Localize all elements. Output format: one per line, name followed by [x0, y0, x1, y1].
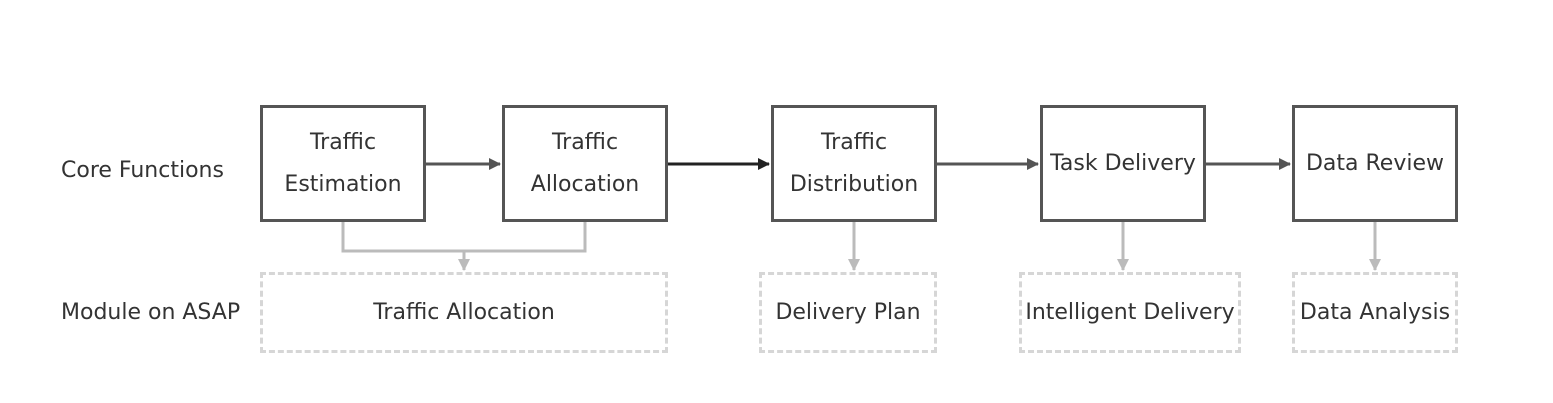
- bracket-connector: [341, 222, 587, 253]
- module-intelligent-delivery-label: Intelligent Delivery: [1025, 299, 1235, 325]
- node-traffic-distribution: Traffic Distribution: [771, 105, 937, 222]
- node-data-review-label: Data Review: [1305, 150, 1444, 176]
- row-label-module-on-asap: Module on ASAP: [61, 300, 241, 325]
- row-label-core-functions: Core Functions: [61, 158, 224, 183]
- node-traffic-estimation: Traffic Estimation: [260, 105, 426, 222]
- node-task-delivery: Task Delivery: [1040, 105, 1206, 222]
- module-traffic-allocation-label: Traffic Allocation: [373, 299, 555, 325]
- node-traffic-allocation: Traffic Allocation: [502, 105, 668, 222]
- node-data-review: Data Review: [1292, 105, 1458, 222]
- node-task-delivery-label: Task Delivery: [1050, 150, 1196, 176]
- module-intelligent-delivery: Intelligent Delivery: [1019, 272, 1241, 353]
- node-traffic-allocation-label: Traffic Allocation: [530, 129, 640, 197]
- module-data-analysis-label: Data Analysis: [1299, 299, 1451, 325]
- module-traffic-allocation: Traffic Allocation: [260, 272, 668, 353]
- module-delivery-plan: Delivery Plan: [759, 272, 937, 353]
- node-traffic-estimation-label: Traffic Estimation: [284, 129, 402, 197]
- module-data-analysis: Data Analysis: [1292, 272, 1458, 353]
- module-delivery-plan-label: Delivery Plan: [775, 299, 921, 325]
- node-traffic-distribution-label: Traffic Distribution: [789, 129, 919, 197]
